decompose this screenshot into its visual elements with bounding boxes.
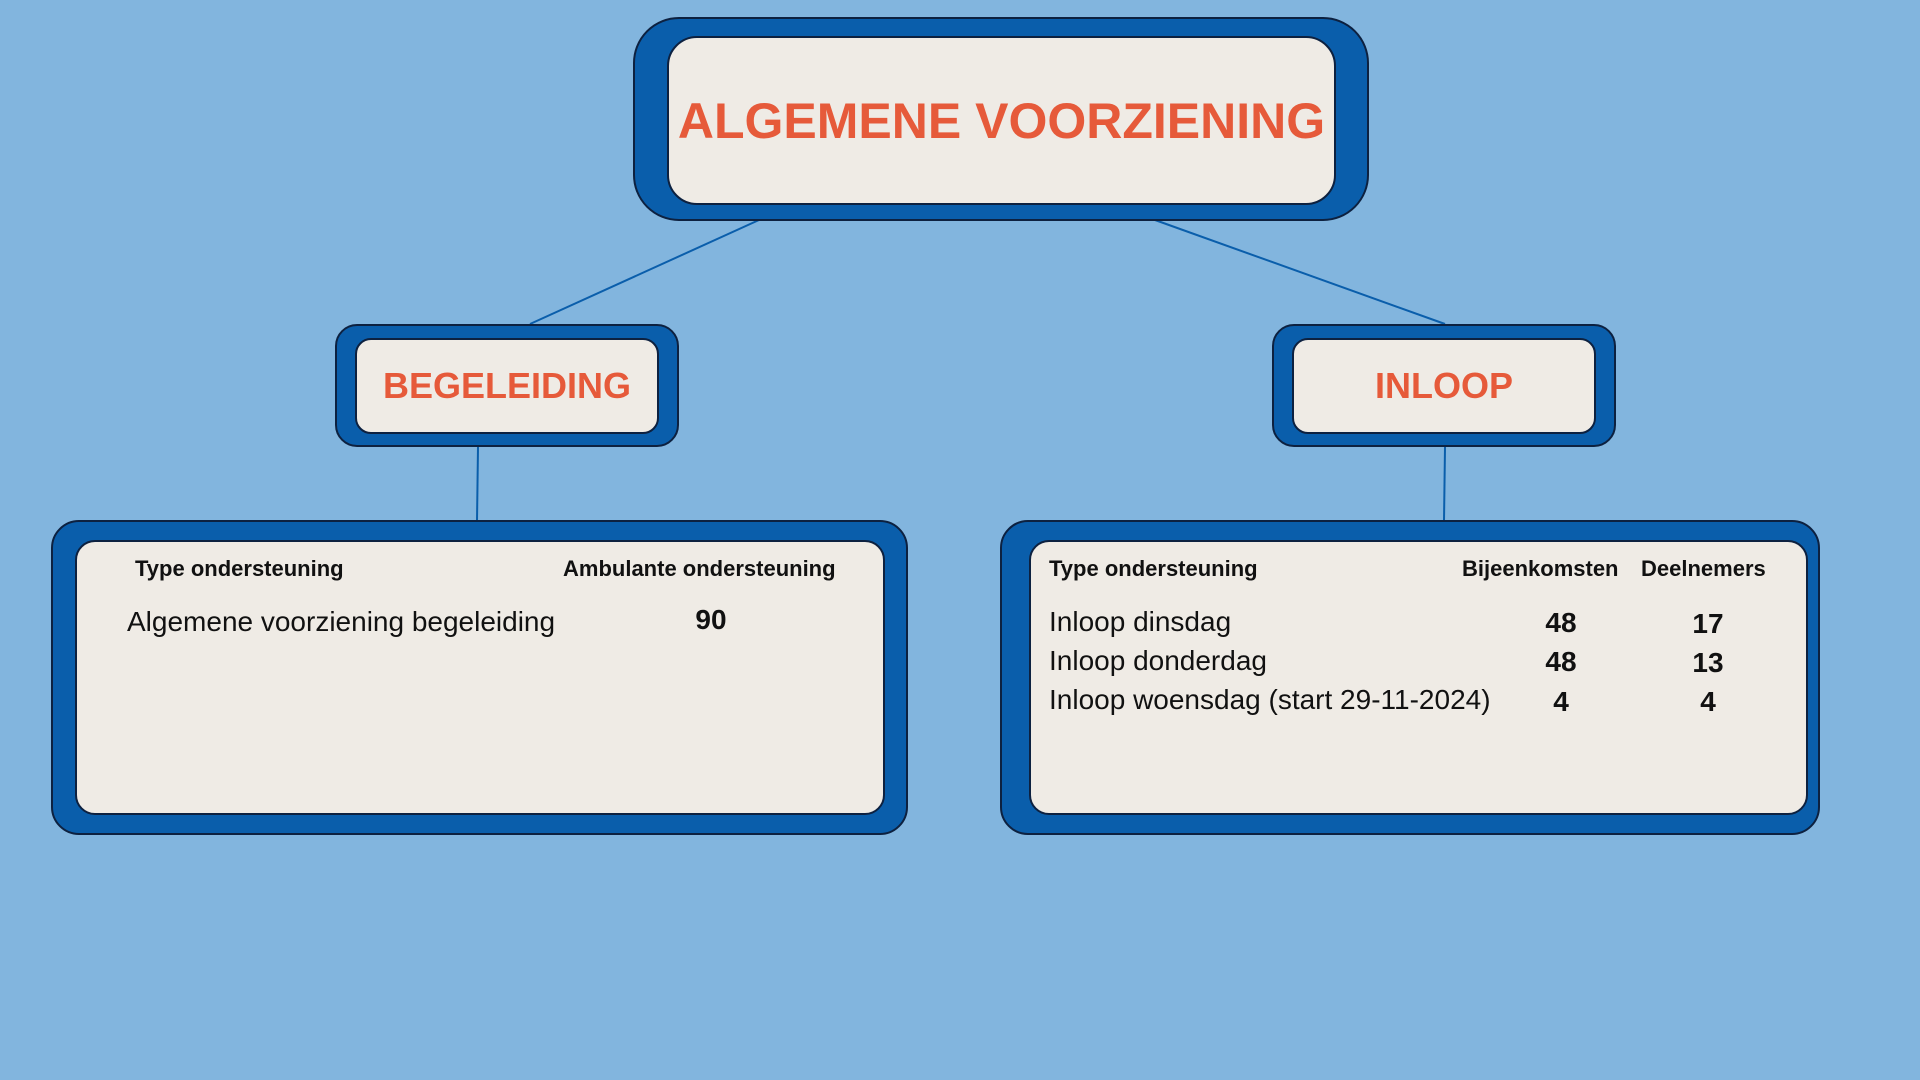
inloop-header-deelnemers: Deelnemers (1641, 556, 1766, 581)
inloop-header-type: Type ondersteuning (1049, 556, 1258, 581)
begeleiding-node: BEGELEIDING (355, 338, 659, 434)
inloop-row-label: Inloop dinsdag (1049, 606, 1232, 637)
inloop-row-label: Inloop woensdag (start 29-11-2024) (1049, 684, 1491, 715)
root-title: ALGEMENE VOORZIENING (677, 92, 1326, 149)
inloop-row-deelnemers: 17 (1692, 608, 1724, 639)
connector-inloop-table (1443, 446, 1446, 522)
begeleiding-title: BEGELEIDING (382, 365, 632, 406)
inloop-row-label: Inloop donderdag (1049, 645, 1267, 676)
inloop-row-bijeenkomsten: 4 (1553, 686, 1569, 717)
begeleiding-header-type: Type ondersteuning (135, 556, 344, 581)
begeleiding-header-ambulant: Ambulante ondersteuning (563, 556, 836, 581)
root-node: ALGEMENE VOORZIENING (667, 36, 1336, 205)
inloop-row-deelnemers: 13 (1692, 647, 1724, 678)
begeleiding-row-label: Algemene voorziening begeleiding (127, 606, 556, 637)
connector-root-inloop (1154, 219, 1446, 325)
inloop-row-bijeenkomsten: 48 (1545, 607, 1577, 638)
inloop-table (1029, 540, 1808, 815)
inloop-title: INLOOP (1374, 365, 1513, 406)
inloop-row-bijeenkomsten: 48 (1545, 646, 1577, 677)
inloop-header-bijeenkomsten: Bijeenkomsten (1462, 556, 1619, 581)
inloop-node: INLOOP (1292, 338, 1596, 434)
begeleiding-row-value: 90 (695, 604, 727, 635)
connector-root-begeleiding (529, 219, 760, 325)
begeleiding-table (75, 540, 885, 815)
inloop-row-deelnemers: 4 (1700, 686, 1716, 717)
connector-begeleiding-table (476, 446, 479, 522)
